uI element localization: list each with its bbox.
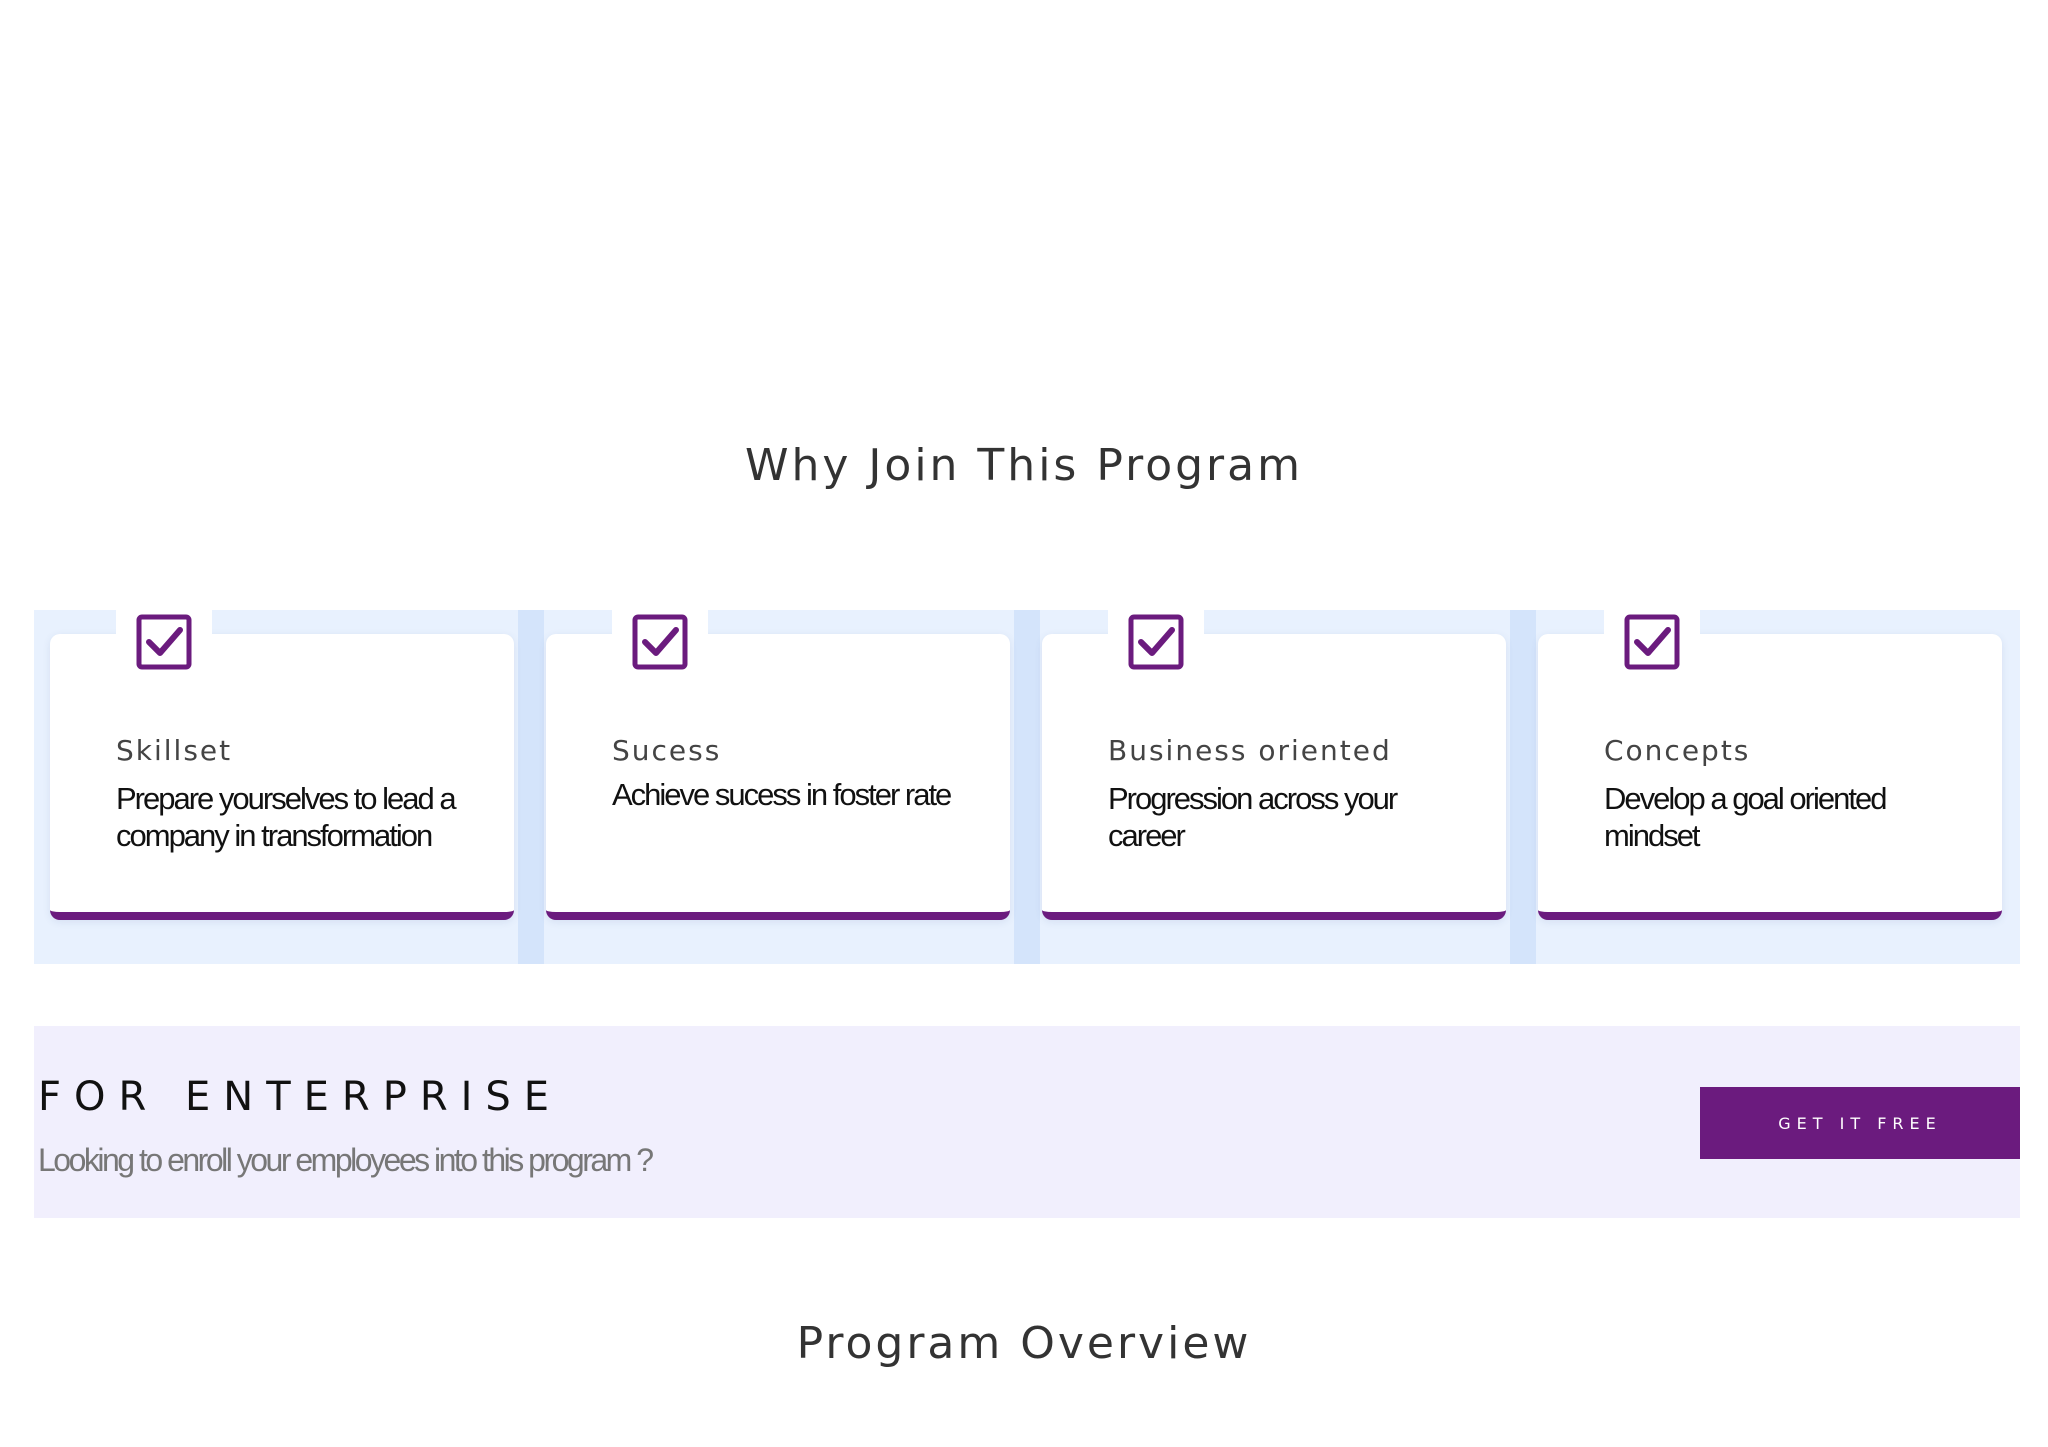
icon-tab (116, 610, 212, 670)
column-divider (1014, 610, 1040, 964)
feature-description: Progression across your career (1108, 781, 1398, 853)
enterprise-subtitle: Looking to enroll your employees into th… (38, 1142, 654, 1178)
checkbox-checked-icon (136, 614, 192, 670)
features-band: Skillset Prepare yourselves to lead a co… (34, 610, 2020, 964)
feature-heading: Concepts (1604, 734, 1751, 767)
column-divider (1510, 610, 1536, 964)
checkbox-checked-icon (1624, 614, 1680, 670)
feature-card-sucess: Sucess Achieve sucess in foster rate (546, 610, 1010, 920)
enterprise-title: FOR ENTERPRISE (38, 1074, 563, 1120)
feature-description: Develop a goal oriented mindset (1604, 781, 1887, 853)
icon-tab (612, 610, 708, 670)
feature-card-business-oriented: Business oriented Progression across you… (1042, 610, 1506, 920)
enterprise-banner: FOR ENTERPRISE Looking to enroll your em… (34, 1026, 2020, 1218)
feature-description: Achieve sucess in foster rate (612, 777, 952, 812)
feature-description: Prepare yourselves to lead a company in … (116, 781, 457, 853)
get-it-free-button[interactable]: GET IT FREE (1700, 1087, 2020, 1159)
feature-heading: Sucess (612, 734, 722, 767)
feature-card-skillset: Skillset Prepare yourselves to lead a co… (50, 610, 514, 920)
checkbox-checked-icon (1128, 614, 1184, 670)
feature-heading: Skillset (116, 734, 233, 767)
column-divider (518, 610, 544, 964)
why-join-title: Why Join This Program (745, 440, 1303, 491)
feature-heading: Business oriented (1108, 734, 1392, 767)
icon-tab (1108, 610, 1204, 670)
program-overview-title: Program Overview (796, 1318, 1252, 1369)
feature-card-concepts: Concepts Develop a goal oriented mindset (1538, 610, 2002, 920)
checkbox-checked-icon (632, 614, 688, 670)
icon-tab (1604, 610, 1700, 670)
